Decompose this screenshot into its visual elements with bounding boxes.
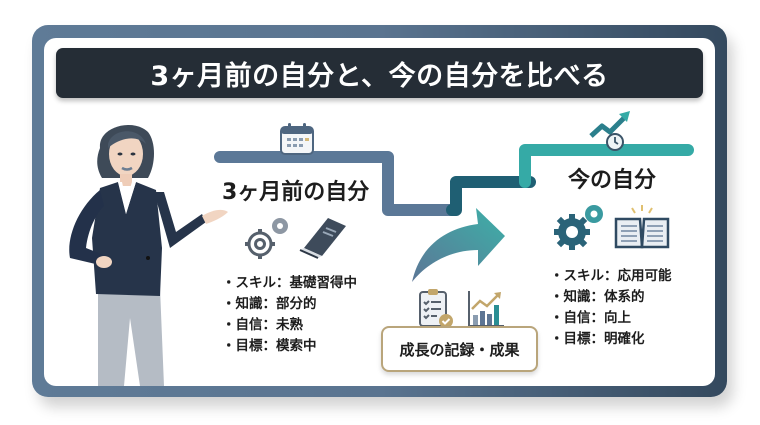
gears-icon	[245, 218, 288, 259]
list-item: 自信：向上	[550, 308, 672, 329]
trend-up-arrow-clock-icon	[589, 111, 630, 151]
growth-record-badge: 成長の記録・成果	[381, 326, 538, 372]
closed-book-icon	[299, 218, 346, 259]
checklist-clipboard-icon	[419, 289, 453, 328]
curved-arrow-icon	[412, 208, 505, 282]
open-book-icon	[614, 205, 670, 249]
list-item: スキル：基礎習得中	[222, 273, 358, 294]
list-item: 自信：未熟	[222, 315, 357, 336]
growth-record-label: 成長の記録・成果	[399, 340, 520, 359]
bar-chart-growth-icon	[468, 291, 504, 327]
list-item: 目標：明確化	[550, 329, 672, 350]
gears-icon	[554, 205, 603, 250]
list-item: 知識：部分的	[222, 294, 357, 315]
list-item: スキル：応用可能	[550, 266, 672, 287]
title-bar: 3ヶ月前の自分と、今の自分を比べる	[56, 48, 703, 98]
calendar-icon	[280, 123, 314, 155]
page-title: 3ヶ月前の自分と、今の自分を比べる	[150, 60, 609, 92]
after-attributes-list: スキル：応用可能 知識：体系的 自信：向上 目標：明確化	[550, 266, 672, 350]
before-heading: 3ヶ月前の自分	[222, 180, 370, 205]
list-item: 目標：模索中	[222, 336, 357, 357]
list-item: 知識：体系的	[550, 287, 672, 308]
presenter-woman-illustration	[69, 125, 228, 386]
before-attributes-list: スキル：基礎習得中 知識：部分的 自信：未熟 目標：模索中	[222, 273, 358, 357]
after-heading: 今の自分	[568, 168, 657, 193]
